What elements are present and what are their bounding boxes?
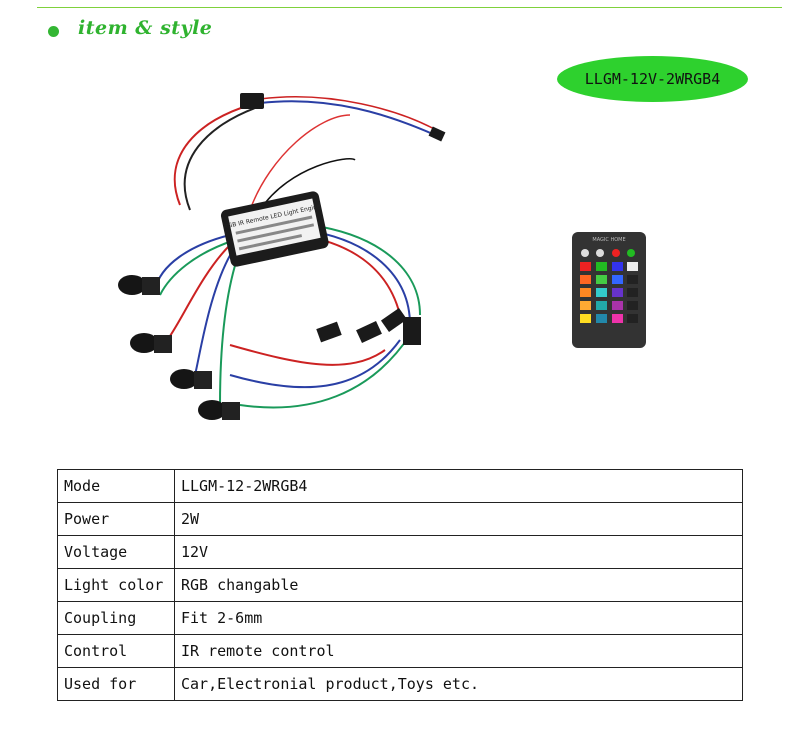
fiber-end-cap	[170, 369, 212, 389]
ir-remote: MAGIC HOME	[572, 232, 646, 348]
output-connector	[403, 317, 421, 345]
fiber-end-cap	[130, 333, 172, 353]
fiber-end-cap	[118, 275, 160, 295]
bullet-dot-icon	[48, 26, 59, 37]
remote-label: MAGIC HOME	[592, 237, 625, 243]
spec-label: Control	[57, 634, 175, 668]
output-connector	[316, 321, 342, 343]
output-connector	[380, 307, 408, 333]
top-divider	[37, 7, 782, 8]
spec-label: Used for	[57, 667, 175, 701]
output-connector	[356, 321, 382, 343]
spec-value: 12V	[174, 535, 743, 569]
controller-module: RGB IR Remote LED Light Engine	[220, 191, 329, 267]
spec-value: Car,Electronial product,Toys etc.	[174, 667, 743, 701]
spec-label: Mode	[57, 469, 175, 503]
spec-value: IR remote control	[174, 634, 743, 668]
spec-value: Fit 2-6mm	[174, 601, 743, 635]
spec-label: Power	[57, 502, 175, 536]
spec-label: Light color	[57, 568, 175, 602]
spec-label: Voltage	[57, 535, 175, 569]
spec-value: RGB changable	[174, 568, 743, 602]
product-photo: RGB IR Remote LED Light Engine MAGIC HOM…	[118, 93, 646, 420]
model-badge: LLGM-12V-2WRGB4	[557, 56, 748, 102]
wire-connector	[240, 93, 264, 109]
spec-value: LLGM-12-2WRGB4	[174, 469, 743, 503]
spec-label: Coupling	[57, 601, 175, 635]
section-title: item & style	[78, 17, 213, 39]
spec-value: 2W	[174, 502, 743, 536]
wire-plug	[428, 126, 446, 142]
fiber-end-cap	[198, 400, 240, 420]
